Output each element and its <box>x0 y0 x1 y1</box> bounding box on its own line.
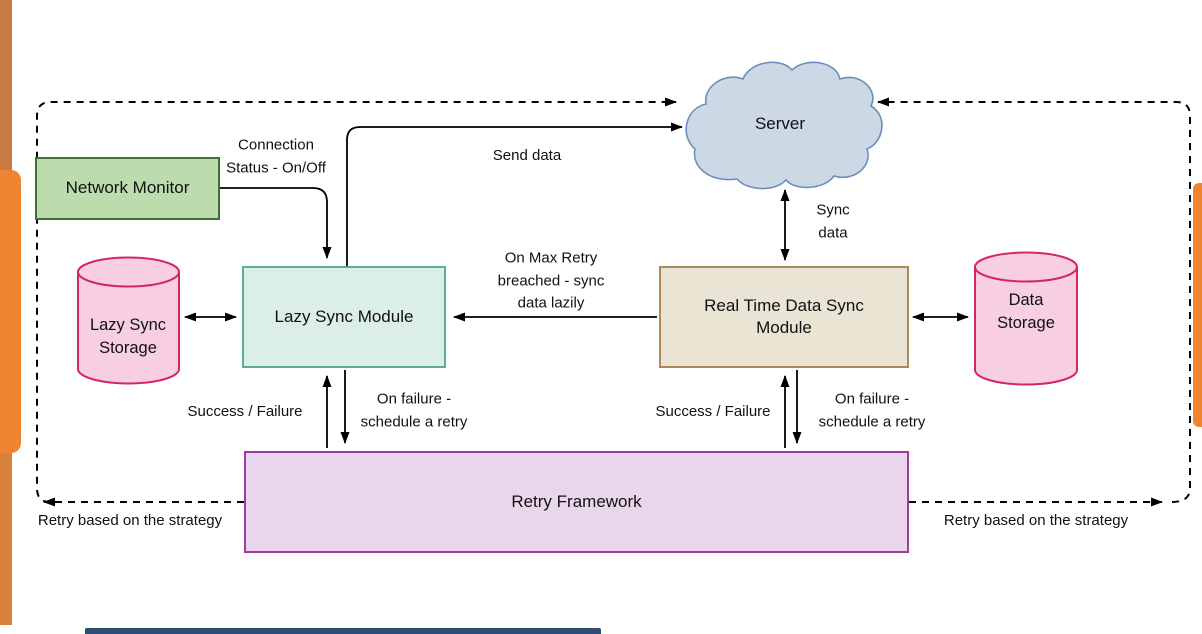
edge-label-on-max-retry: On Max Retry breached - sync data lazily <box>497 249 605 312</box>
left-bottom-orange-strip <box>0 453 12 625</box>
data-storage-label: Data Storage <box>997 290 1055 332</box>
arrow-connection-status <box>220 187 332 259</box>
network-monitor-label: Network Monitor <box>65 178 190 198</box>
edge-label-connection-status: Connection Status - On/Off <box>226 136 326 177</box>
edge-label-send-data: Send data <box>492 146 562 164</box>
server-cloud-shape <box>685 61 883 190</box>
bottom-blue-bar <box>85 628 601 634</box>
node-network-monitor: Network Monitor <box>35 157 220 220</box>
edge-label-retry-strategy-left: Retry based on the strategy <box>37 511 223 529</box>
left-orange-bar <box>0 170 21 453</box>
node-lazy-sync-module: Lazy Sync Module <box>242 266 446 368</box>
left-top-orange-strip <box>0 0 12 172</box>
right-orange-bar <box>1193 183 1202 427</box>
lazy-sync-storage-cylinder <box>77 256 180 385</box>
retry-framework-label: Retry Framework <box>511 491 642 511</box>
edge-label-success-failure-right: Success / Failure <box>655 402 771 420</box>
real-time-module-label: Real Time Data Sync Module <box>704 295 864 337</box>
node-retry-framework: Retry Framework <box>244 451 909 553</box>
edge-label-sync-data: Sync data <box>816 201 850 242</box>
node-real-time-data-sync-module: Real Time Data Sync Module <box>659 266 909 368</box>
edge-label-on-failure-left: On failure - schedule a retry <box>360 390 468 431</box>
server-label: Server <box>754 114 806 134</box>
edge-label-on-failure-right: On failure - schedule a retry <box>818 390 926 431</box>
arrow-send-data <box>346 122 683 266</box>
data-storage-cylinder <box>974 251 1078 386</box>
edge-label-retry-strategy-right: Retry based on the strategy <box>943 511 1129 529</box>
edge-label-success-failure-left: Success / Failure <box>187 402 303 420</box>
lazy-sync-storage-label: Lazy Sync Storage <box>89 315 167 357</box>
lazy-sync-module-label: Lazy Sync Module <box>274 306 414 326</box>
dashed-path-left-to-server <box>36 97 677 503</box>
